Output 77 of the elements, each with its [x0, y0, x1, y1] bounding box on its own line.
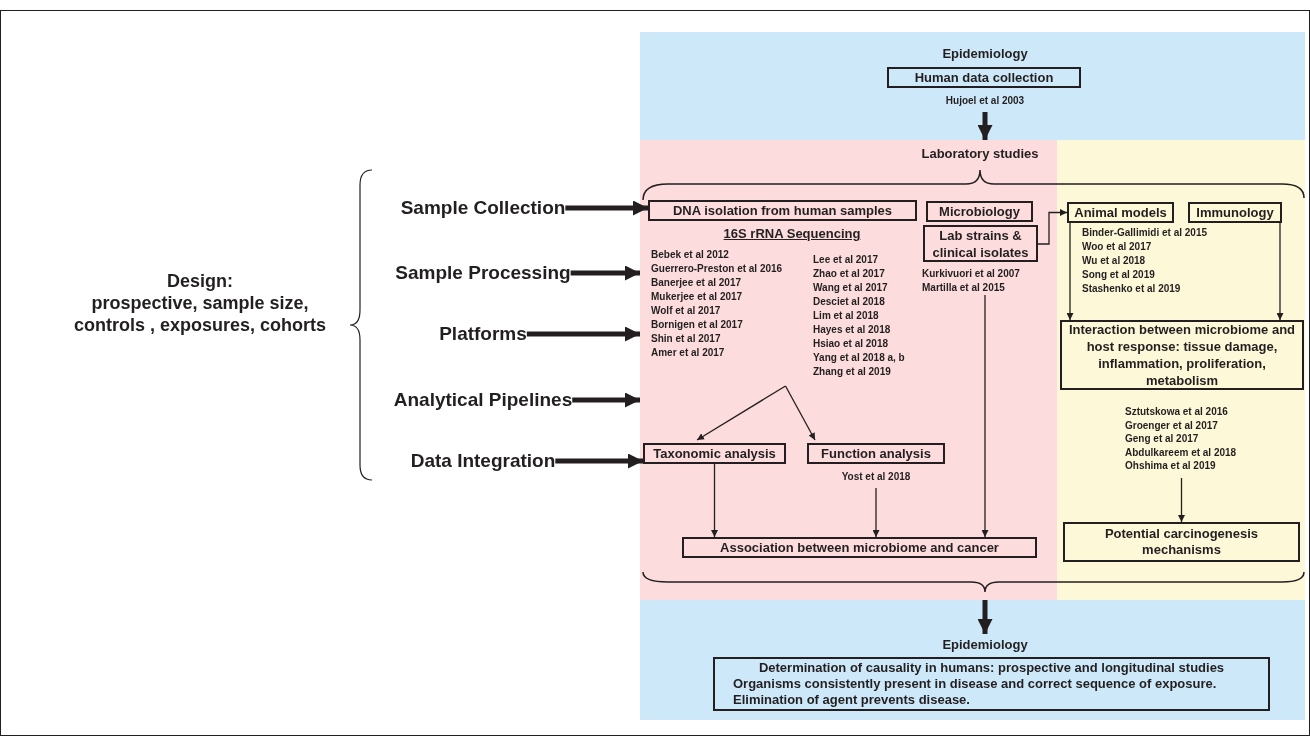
block-arrow	[977, 112, 993, 140]
section-heading: Laboratory studies	[921, 146, 1039, 162]
arrow	[872, 487, 880, 538]
citation-text: Groenger et al 2017	[1125, 418, 1218, 432]
citation-text: Wu et al 2018	[1082, 254, 1146, 267]
step-label: Sample Collection	[400, 196, 566, 220]
citation-text: Binder-Gallimidi et al 2015	[1082, 226, 1208, 239]
arrow	[1037, 209, 1068, 245]
process-box: Lab strains & clinical isolates	[923, 225, 1038, 262]
process-box: Immunology	[1188, 202, 1282, 223]
section-heading: Epidemiology	[942, 637, 1028, 653]
block-arrow	[570, 265, 640, 281]
citation-text: Stashenko et al 2019	[1082, 282, 1181, 295]
citation-text: Banerjee et al 2017	[651, 276, 742, 289]
arrow	[784, 385, 816, 441]
citation-text: Hsiao et al 2018	[813, 337, 889, 350]
citation-text: Geng et al 2017	[1125, 432, 1199, 445]
citation-text: Amer et al 2017	[651, 346, 725, 359]
section-heading: Epidemiology	[942, 46, 1028, 62]
process-box: Microbiology	[926, 201, 1033, 222]
citation-text: Song et al 2019	[1082, 268, 1155, 281]
step-label: Data Integration	[410, 449, 556, 473]
arrow	[1276, 222, 1284, 321]
design-text: prospective, sample size, controls , exposures, cohorts	[72, 292, 328, 336]
citation-text: Woo et al 2017	[1082, 240, 1152, 253]
box-text: Determination of causality in humans: prospective and longitudinal studies	[757, 660, 1226, 676]
citation-text: Lim et al 2018	[813, 309, 879, 322]
step-label: Analytical Pipelines	[393, 388, 573, 412]
arrow	[1066, 222, 1074, 321]
citation-text: Hayes et al 2018	[813, 323, 891, 336]
citation-text: Desciet al 2018	[813, 295, 885, 308]
citation-text: Zhao et al 2017	[813, 267, 885, 280]
band-background	[640, 600, 1305, 720]
block-arrow	[977, 600, 993, 634]
citation-text: Zhang et al 2019	[813, 365, 891, 378]
block-arrow	[565, 200, 648, 216]
citation-text: Kurkivuori et al 2007	[922, 267, 1020, 280]
citation-text: Ohshima et al 2019	[1125, 459, 1216, 472]
citation-text: Lee et al 2017	[813, 253, 879, 266]
citation-text: Bebek et al 2012	[651, 248, 729, 261]
step-label: Sample Processing	[395, 261, 571, 285]
citation-text: Hujoel et al 2003	[944, 94, 1026, 107]
citation-text: Abdulkareem et al 2018	[1125, 445, 1237, 459]
citation-text: Yost et al 2018	[840, 470, 912, 483]
process-box: Function analysis	[807, 443, 945, 464]
band-background	[1057, 140, 1305, 600]
citation-text: Martilla et al 2015	[922, 281, 1005, 294]
process-box: Potential carcinogenesis mechanisms	[1063, 522, 1300, 562]
block-arrow	[572, 392, 640, 408]
underlined-heading: 16S rRNA Sequencing	[723, 226, 861, 242]
citation-text: Bornigen et al 2017	[651, 318, 743, 331]
arrow	[981, 294, 989, 538]
citation-text: Guerrero-Preston et al 2016	[651, 262, 783, 275]
design-heading: Design:	[167, 270, 233, 292]
block-arrow	[555, 453, 643, 469]
box-text: Elimination of agent prevents disease.	[732, 692, 971, 708]
citation-text: Mukerjee et al 2017	[651, 290, 743, 303]
citation-text: Shin et al 2017	[651, 332, 721, 345]
citation-text: Yang et al 2018 a, b	[813, 351, 905, 364]
citation-text: Wolf et al 2017	[651, 304, 721, 317]
process-box	[713, 657, 1270, 711]
process-box: Animal models	[1067, 202, 1174, 223]
citation-text: Wang et al 2017	[813, 281, 888, 294]
box-text: Organisms consistently present in disease and correct sequence of exposure.	[732, 676, 1218, 692]
band-background	[640, 32, 1305, 140]
process-box: Interaction between microbiome and host response: tissue damage, inflammation, proliferation, metabolism	[1060, 320, 1304, 390]
process-box: Association between microbiome and cancer	[682, 537, 1037, 558]
process-box: Taxonomic analysis	[643, 443, 786, 464]
citation-text: Sztutskowa et al 2016	[1125, 405, 1228, 418]
arrow	[1178, 477, 1185, 523]
block-arrow	[526, 326, 640, 342]
process-box: DNA isolation from human samples	[648, 200, 917, 221]
band-background	[640, 140, 1057, 600]
arrow	[696, 385, 787, 441]
process-box: Human data collection	[887, 67, 1081, 88]
arrow	[711, 463, 718, 538]
step-label: Platforms	[439, 322, 527, 346]
